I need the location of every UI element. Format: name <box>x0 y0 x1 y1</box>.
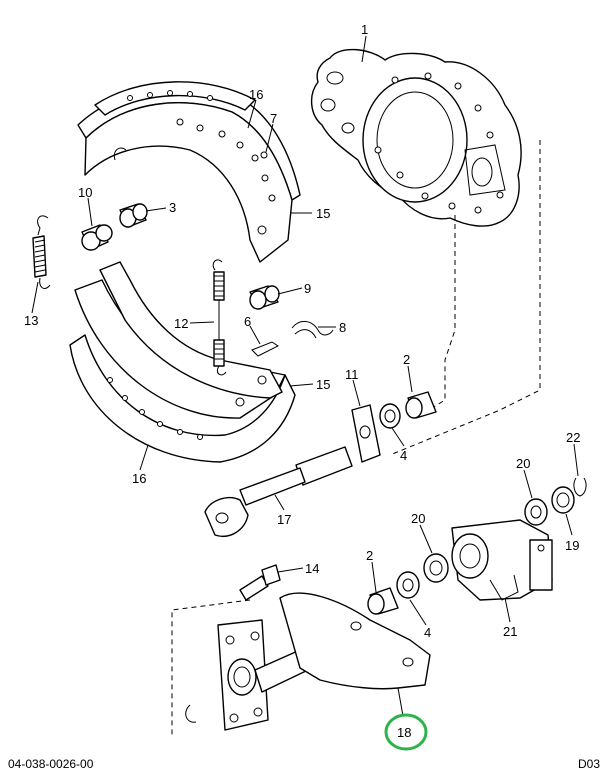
callout-4-lower[interactable]: 4 <box>424 625 431 640</box>
callout-10[interactable]: 10 <box>78 185 92 200</box>
washer-20-right <box>524 498 548 526</box>
callout-18[interactable]: 18 <box>397 725 411 740</box>
callout-20-lower[interactable]: 20 <box>411 511 425 526</box>
highlight-circle <box>384 713 428 751</box>
brake-spider-part <box>311 48 522 227</box>
callout-4-upper[interactable]: 4 <box>400 448 407 463</box>
callout-13[interactable]: 13 <box>24 313 38 328</box>
callout-17[interactable]: 17 <box>277 512 291 527</box>
callout-2-lower[interactable]: 2 <box>366 548 373 563</box>
spring-12 <box>212 259 227 376</box>
callout-15-upper[interactable]: 15 <box>316 206 330 221</box>
callout-21[interactable]: 21 <box>503 624 517 639</box>
leader-lines <box>31 35 579 717</box>
callout-11[interactable]: 11 <box>345 367 359 382</box>
spring-13 <box>32 215 51 289</box>
washer-19 <box>551 486 575 514</box>
bushing-2-lower <box>367 587 399 615</box>
seal-4-lower <box>396 571 420 599</box>
bushing-3 <box>119 203 148 228</box>
callout-9[interactable]: 9 <box>304 281 311 296</box>
snap-ring-22 <box>573 477 587 497</box>
callout-2-upper[interactable]: 2 <box>403 352 410 367</box>
callout-8[interactable]: 8 <box>339 320 346 335</box>
pin-6 <box>251 341 279 357</box>
callout-1[interactable]: 1 <box>361 22 368 37</box>
footer-part-number: 04-038-0026-00 <box>8 757 94 771</box>
callout-20-right[interactable]: 20 <box>516 456 530 471</box>
plate-11 <box>351 404 381 463</box>
callout-16-lower[interactable]: 16 <box>132 471 146 486</box>
roller-10 <box>81 224 113 251</box>
upper-brake-shoe <box>77 81 301 263</box>
footer-code: D03 <box>577 757 600 771</box>
clip-8 <box>291 321 334 339</box>
callout-3[interactable]: 3 <box>169 200 176 215</box>
callout-16-upper[interactable]: 16 <box>249 87 263 102</box>
bushing-2-upper <box>405 391 437 419</box>
camshaft-17 <box>204 446 353 537</box>
callout-7[interactable]: 7 <box>270 111 277 126</box>
slack-adjuster-21 <box>451 519 553 601</box>
callout-labels: 1 16 7 15 10 3 13 9 12 6 8 2 11 15 4 16 … <box>24 22 580 740</box>
callout-19[interactable]: 19 <box>565 538 579 553</box>
seal-4-upper <box>379 403 401 429</box>
callout-15-lower[interactable]: 15 <box>316 377 330 392</box>
bolt-14 <box>239 564 281 601</box>
callout-22[interactable]: 22 <box>566 430 580 445</box>
callout-12[interactable]: 12 <box>174 316 188 331</box>
camshaft-bracket-18 <box>185 592 431 731</box>
washer-20-lower <box>423 553 449 583</box>
bushing-9 <box>249 285 280 310</box>
lower-brake-shoe <box>69 261 296 463</box>
callout-6[interactable]: 6 <box>244 314 251 329</box>
callout-14[interactable]: 14 <box>305 561 319 576</box>
